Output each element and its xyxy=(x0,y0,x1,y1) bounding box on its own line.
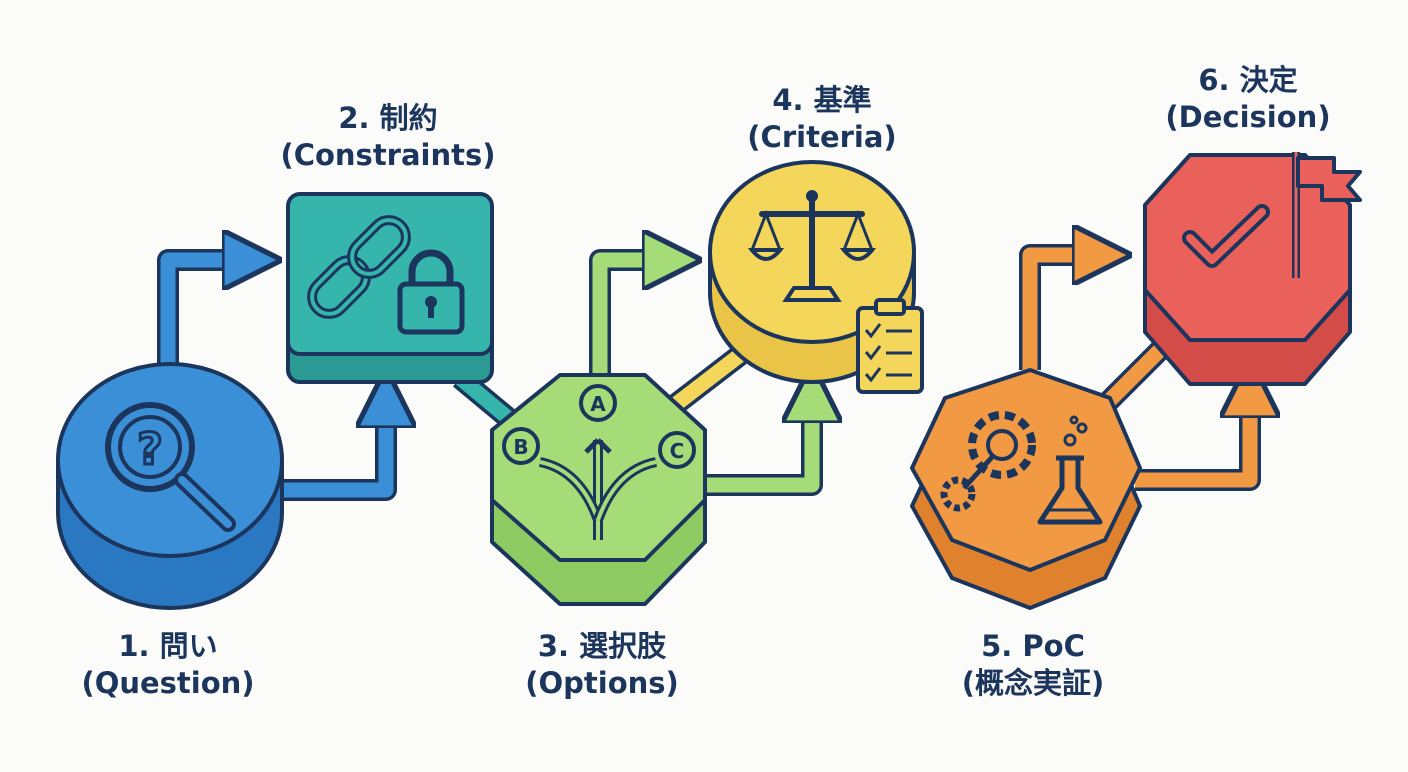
step-question-subtitle: (Question) xyxy=(81,666,255,700)
scale-clipboard-icon xyxy=(747,190,924,394)
step-question-title: 1. 問い xyxy=(118,629,218,663)
arrow-question-to-constraints-top xyxy=(157,249,255,380)
step-constraints-title: 2. 制約 xyxy=(338,101,438,135)
step-decision-label: 6. 決定 (Decision) xyxy=(1098,62,1398,136)
arrow-poc-to-decision-bottom xyxy=(1135,385,1261,491)
step-constraints-label: 2. 制約 (Constraints) xyxy=(238,100,538,174)
step-poc-label: 5. PoC (概念実証) xyxy=(883,628,1183,702)
step-decision-node xyxy=(1143,152,1362,386)
step-poc-subtitle: (概念実証) xyxy=(961,666,1105,700)
step-options-title: 3. 選択肢 xyxy=(537,629,667,663)
magnifier-question-icon: ? xyxy=(105,402,236,532)
step-criteria-title: 4. 基準 xyxy=(772,83,872,117)
step-criteria-subtitle: (Criteria) xyxy=(747,120,897,154)
arrow-poc-to-decision-top xyxy=(1019,244,1105,370)
step-question-label: 1. 問い (Question) xyxy=(18,628,318,702)
step-options-node: A B C xyxy=(490,373,707,606)
connectors xyxy=(157,244,1261,501)
step-decision-subtitle: (Decision) xyxy=(1165,100,1331,134)
step-poc-node xyxy=(910,368,1142,610)
step-options-label: 3. 選択肢 (Options) xyxy=(452,628,752,702)
step-constraints-node xyxy=(286,192,494,384)
step-criteria-label: 4. 基準 (Criteria) xyxy=(672,82,972,156)
step-constraints-subtitle: (Constraints) xyxy=(280,138,496,172)
svg-text:?: ? xyxy=(137,424,163,475)
branch-arrows-icon: A B C xyxy=(502,384,696,540)
gear-flask-icon xyxy=(940,411,1103,525)
arrow-options-to-criteria-bottom xyxy=(705,390,823,496)
step-criteria-node xyxy=(708,160,924,394)
arrow-question-to-constraints-bottom xyxy=(280,395,397,501)
option-c: C xyxy=(670,439,685,463)
arrow-options-to-criteria-top xyxy=(589,249,675,375)
chain-lock-icon xyxy=(307,215,465,335)
step-question-node: ? xyxy=(56,362,284,610)
step-poc-title: 5. PoC xyxy=(981,629,1085,663)
step-options-subtitle: (Options) xyxy=(525,666,679,700)
option-a: A xyxy=(590,392,606,416)
option-b: B xyxy=(513,435,528,459)
check-flag-icon xyxy=(1182,152,1362,278)
step-decision-title: 6. 決定 xyxy=(1198,63,1298,97)
